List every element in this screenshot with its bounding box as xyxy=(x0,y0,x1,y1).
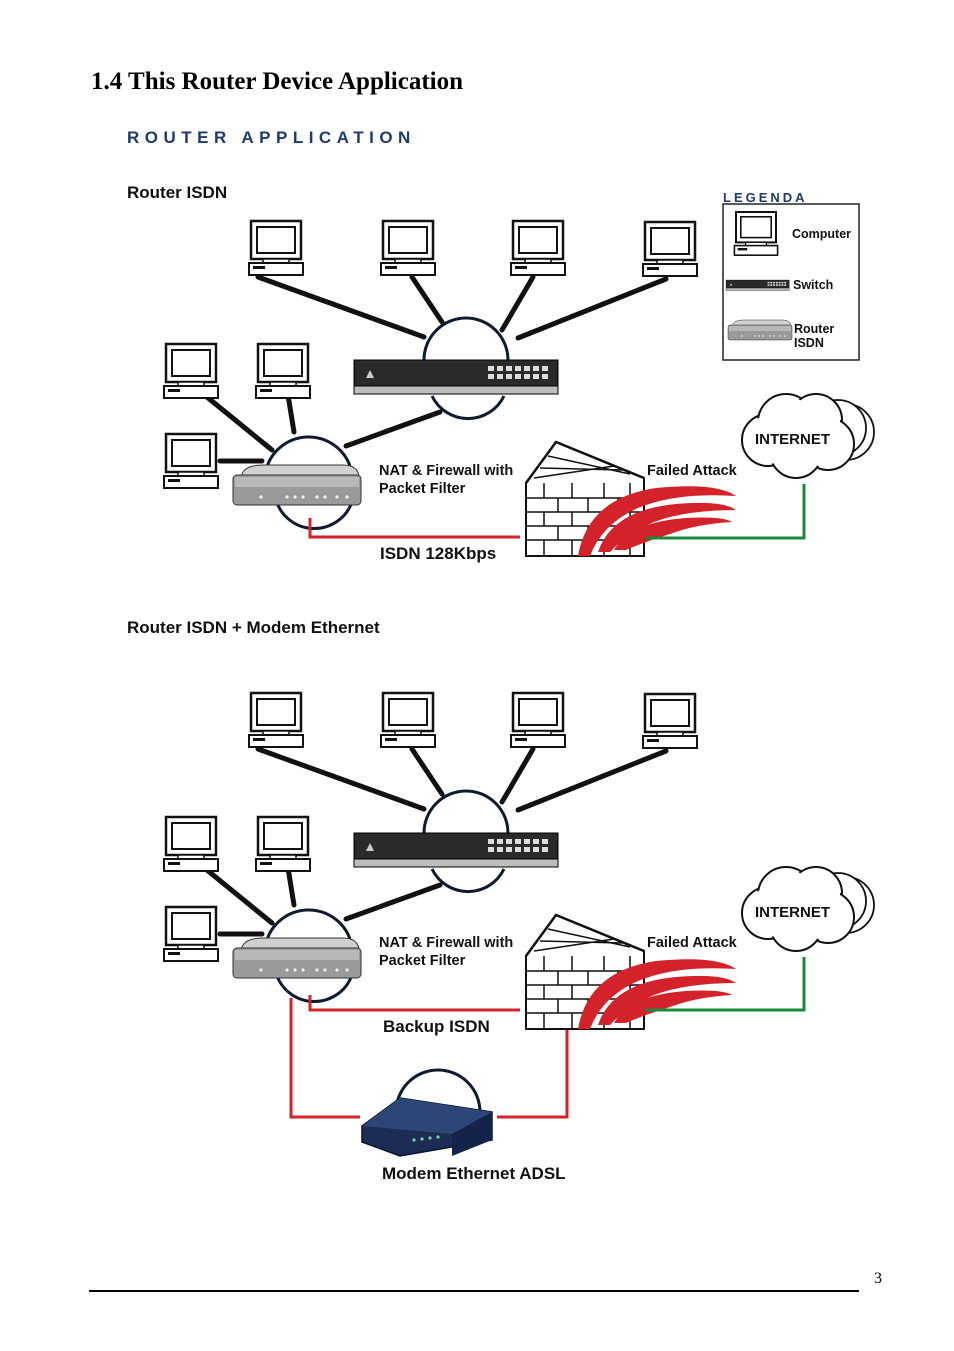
internet-label: INTERNET xyxy=(755,904,830,921)
computer-icon xyxy=(162,432,220,490)
page-number: 3 xyxy=(874,1270,882,1287)
legend-router-label: Router xyxy=(794,322,834,336)
firewall-icon xyxy=(524,913,738,1031)
internet-label: INTERNET xyxy=(755,431,830,448)
scenario2-title: Router ISDN + Modem Ethernet xyxy=(127,618,380,637)
computer-icon xyxy=(379,219,437,277)
figure-heading: ROUTER APPLICATION xyxy=(127,128,416,147)
nat-firewall-label: NAT & Firewall with xyxy=(379,935,513,951)
failed-attack-label: Failed Attack xyxy=(647,463,738,479)
computer-icon xyxy=(247,691,305,749)
legend-computer-icon xyxy=(733,210,779,257)
packet-filter-label: Packet Filter xyxy=(379,953,466,969)
switch-icon xyxy=(353,832,559,868)
computer-icon xyxy=(247,219,305,277)
router-isdn-icon xyxy=(232,464,362,506)
router-isdn-icon xyxy=(232,937,362,979)
switch-icon xyxy=(353,359,559,395)
failed-attack-label: Failed Attack xyxy=(647,935,738,951)
legend-isdn-label: ISDN xyxy=(794,336,824,350)
page-title: 1.4 This Router Device Application xyxy=(91,68,464,95)
computer-icon xyxy=(641,220,699,278)
legend-router-icon xyxy=(727,319,793,341)
computer-icon xyxy=(509,219,567,277)
isdn-link-label: ISDN 128Kbps xyxy=(380,544,496,563)
computer-icon xyxy=(254,815,312,873)
computer-icon xyxy=(254,342,312,400)
computer-icon xyxy=(162,342,220,400)
legend-computer-label: Computer xyxy=(792,227,851,241)
computer-icon xyxy=(641,692,699,750)
footer-rule xyxy=(89,1290,859,1292)
computer-icon xyxy=(162,815,220,873)
nat-firewall-label: NAT & Firewall with xyxy=(379,463,513,479)
legend-switch-icon xyxy=(725,279,790,291)
scenario-router-isdn-modem: Router ISDN + Modem Ethernet xyxy=(127,618,875,1183)
computer-icon xyxy=(162,905,220,963)
modem-ethernet-icon xyxy=(361,1068,493,1157)
packet-filter-label: Packet Filter xyxy=(379,481,466,497)
computer-icon xyxy=(509,691,567,749)
legend-title: LEGENDA xyxy=(723,190,808,205)
legend-switch-label: Switch xyxy=(793,278,833,292)
scenario-router-isdn: Router ISDN xyxy=(127,183,875,563)
scenario1-title: Router ISDN xyxy=(127,183,227,202)
computer-icon xyxy=(379,691,437,749)
modem-label: Modem Ethernet ADSL xyxy=(382,1164,566,1183)
legend-box: LEGENDA Computer Switch Router ISDN xyxy=(722,190,860,361)
backup-isdn-label: Backup ISDN xyxy=(383,1017,490,1036)
